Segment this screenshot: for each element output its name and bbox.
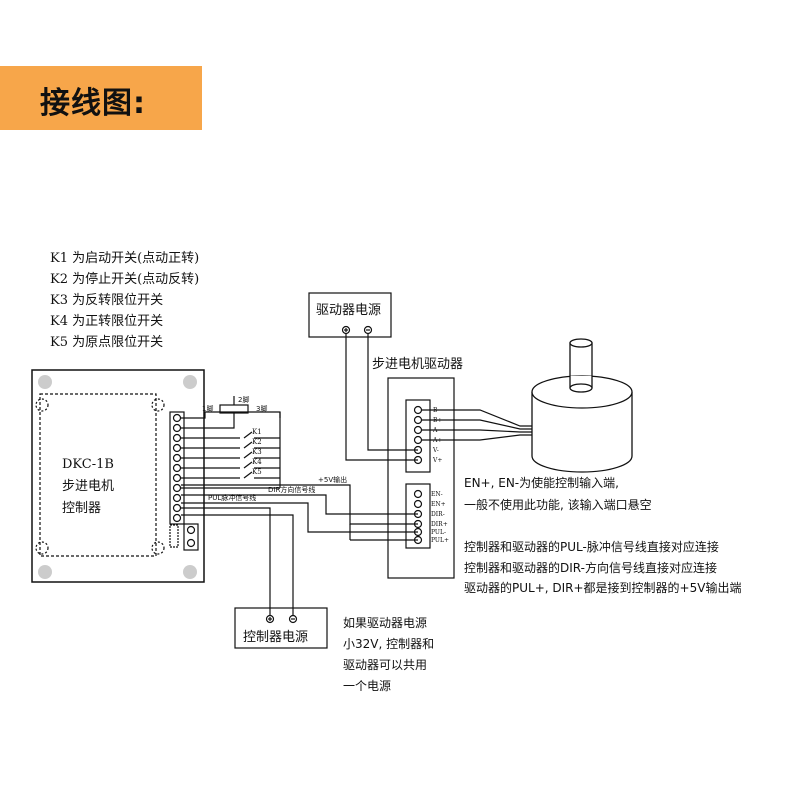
driver-terminal-label: V+ <box>432 457 442 464</box>
controller-board <box>31 369 205 583</box>
driver-terminal-label: EN- <box>431 491 443 498</box>
signal-wires <box>181 484 418 615</box>
pot-pin-label: 3脚 <box>256 404 267 413</box>
switch-label: K3 <box>252 448 262 456</box>
driver-terminal-label: PUL- <box>431 529 446 536</box>
driver-power-box <box>308 292 418 461</box>
driver-terminal-label: EN+ <box>431 501 446 508</box>
power-note: 一个电源 <box>343 679 391 693</box>
note-wiring: 控制器和驱动器的PUL-脉冲信号线直接对应连接 <box>464 539 719 554</box>
legend-item: K4 为正转限位开关 <box>50 314 163 329</box>
legend-item: K3 为反转限位开关 <box>50 293 163 308</box>
title-band <box>0 66 202 130</box>
driver-terminals <box>413 405 423 545</box>
driver-terminal-label: DIR+ <box>431 521 448 528</box>
wire-label-5v: +5V输出 <box>318 475 347 484</box>
driver-label: 步进电机驱动器 <box>372 357 463 372</box>
controller-power-label: 控制器电源 <box>243 630 308 645</box>
power-note: 小32V, 控制器和 <box>343 637 434 651</box>
pot-pin-label: 1脚 <box>202 404 213 413</box>
driver-terminal-label: V- <box>432 447 439 454</box>
driver-terminal-label: DIR- <box>431 511 445 518</box>
limit-switches <box>181 412 281 489</box>
controller-terminals <box>172 413 182 523</box>
power-note: 驱动器可以共用 <box>343 658 427 672</box>
stepper-motor <box>531 338 633 473</box>
controller-label: 步进电机 <box>62 479 114 494</box>
note-wiring: 驱动器的PUL+, DIR+都是接到控制器的+5V输出端 <box>464 580 741 595</box>
note-en: 一般不使用此功能, 该输入端口悬空 <box>464 497 652 512</box>
note-en: EN+, EN-为使能控制输入端, <box>464 475 619 490</box>
legend: K1 为启动开关(点动正转) K2 为停止开关(点动反转) K3 为反转限位开关… <box>50 251 199 350</box>
switch-label: K4 <box>252 458 262 466</box>
switch-label: K1 <box>252 428 262 436</box>
pot-pin-label: 2脚 <box>238 395 249 404</box>
wire-label-pul: PUL脉冲信号线 <box>208 493 256 502</box>
wire-label-dir: DIR方向信号线 <box>268 485 315 494</box>
stepper-driver <box>387 377 455 579</box>
legend-item: K2 为停止开关(点动反转) <box>50 271 199 287</box>
driver-power-label: 驱动器电源 <box>316 303 381 318</box>
page-title: 接线图: <box>40 86 146 121</box>
switch-label: K2 <box>252 438 262 446</box>
note-wiring: 控制器和驱动器的DIR-方向信号线直接对应连接 <box>464 560 717 575</box>
controller-label: 控制器 <box>62 501 101 516</box>
legend-item: K1 为启动开关(点动正转) <box>50 251 199 266</box>
driver-terminal-label: PUL+ <box>431 537 449 544</box>
controller-model: DKC-1B <box>62 457 114 472</box>
switch-label: K5 <box>252 468 262 476</box>
motor-wires <box>421 409 540 441</box>
power-note: 如果驱动器电源 <box>343 615 427 630</box>
controller-power-box <box>234 607 328 649</box>
legend-item: K5 为原点限位开关 <box>50 335 163 350</box>
